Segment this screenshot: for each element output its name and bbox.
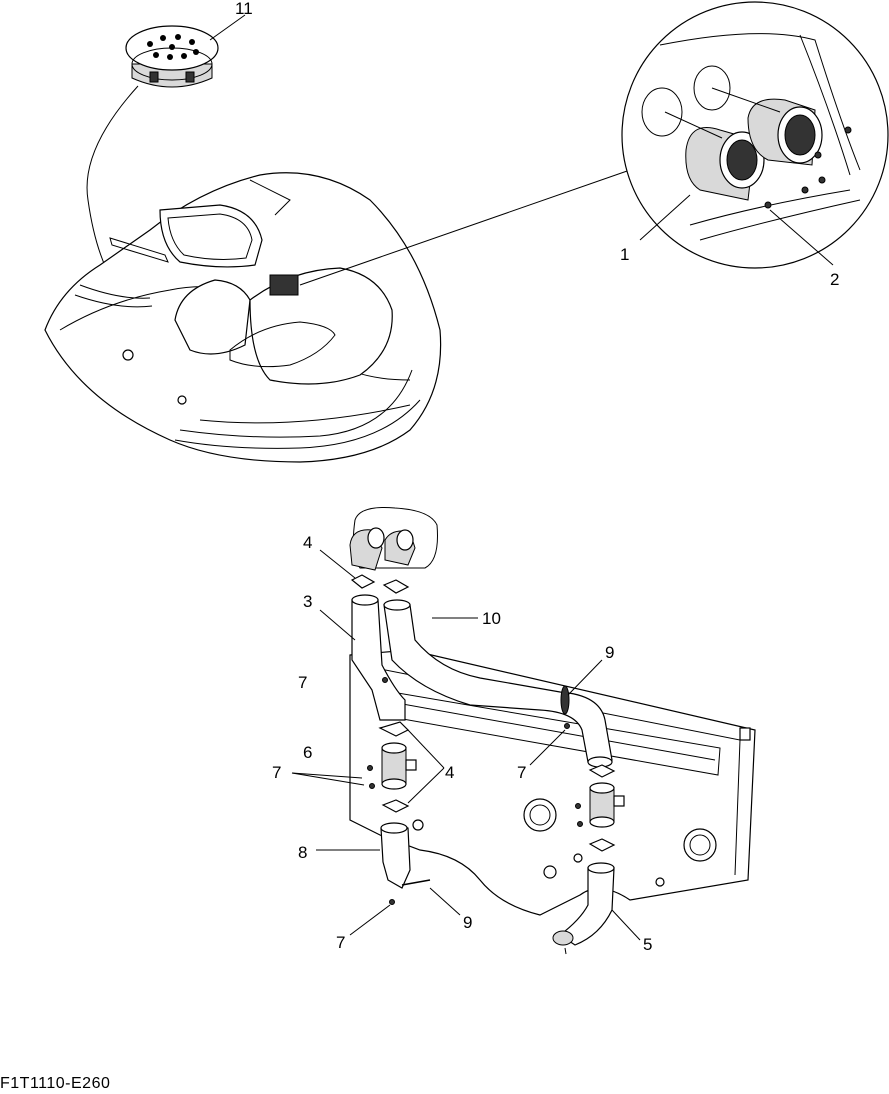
callout-7-middle: 7 — [272, 763, 281, 782]
callout-4-middle: 4 — [445, 763, 454, 782]
band-4b — [382, 579, 410, 594]
check-valve-right — [575, 764, 625, 852]
screw-7c — [389, 899, 395, 905]
hose-3 — [351, 594, 406, 721]
leader-1 — [639, 194, 691, 241]
hose-8 — [380, 822, 431, 889]
check-valve-6 — [367, 721, 417, 813]
figure-code: F1T1110-E260 — [0, 1075, 111, 1092]
leader-2 — [769, 209, 834, 266]
leader-11 — [209, 14, 246, 41]
hose-10 — [383, 599, 613, 768]
band-4a — [350, 574, 376, 589]
hose-5 — [552, 862, 615, 955]
callout-7-right: 7 — [517, 763, 526, 782]
callout-2: 2 — [830, 270, 839, 289]
callout-10: 10 — [482, 609, 501, 628]
callout-3: 3 — [303, 592, 312, 611]
vent-detail-circle — [621, 1, 889, 269]
callout-5: 5 — [643, 935, 652, 954]
callout-7-left: 7 — [298, 673, 307, 692]
vent-cap-part — [125, 25, 219, 88]
screw-7a — [382, 677, 388, 683]
screw-7b — [564, 723, 570, 729]
callout-6: 6 — [303, 743, 312, 762]
callout-1: 1 — [620, 245, 629, 264]
leader-11-curve — [86, 85, 139, 281]
callout-4-top: 4 — [303, 533, 312, 552]
callout-9-bottom: 9 — [463, 913, 472, 932]
callout-9-top: 9 — [605, 643, 614, 662]
mounting-plate — [349, 649, 756, 916]
callout-11: 11 — [235, 0, 253, 18]
leader-detail — [299, 169, 631, 286]
callout-7-bottom: 7 — [336, 933, 345, 952]
watercraft-hull — [44, 172, 442, 463]
callout-8: 8 — [298, 843, 307, 862]
vent-elbows-assembly — [349, 507, 438, 571]
leader-lines — [291, 549, 641, 941]
